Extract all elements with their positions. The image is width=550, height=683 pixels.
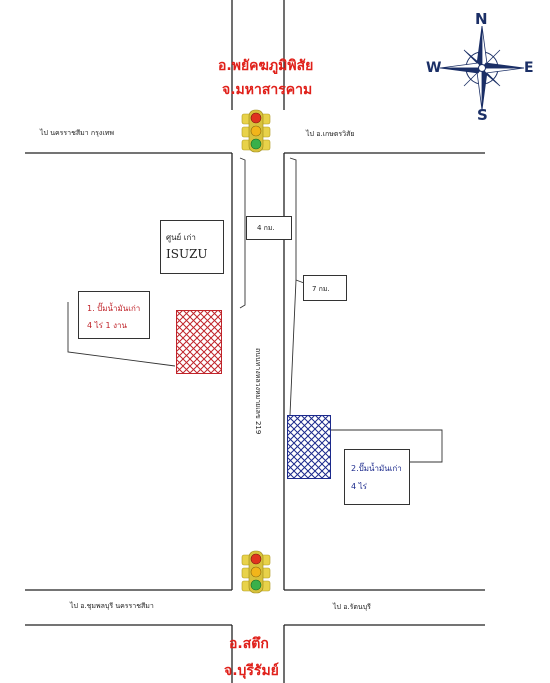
site-1-label-box: 1. ปั๊มน้ำมันเก่า 4 ไร่ 1 งาน bbox=[78, 291, 150, 339]
destination-title-top: อ.พยัคฆภูมิพิสัย bbox=[218, 55, 313, 77]
destination-title-bottom: อ.สตึก bbox=[229, 633, 269, 655]
site-1-title: 1. ปั๊มน้ำมันเก่า bbox=[87, 304, 141, 313]
province-title-bottom: จ.บุรีรัมย์ bbox=[224, 660, 279, 682]
site-2-label-box: 2.ปั๊มน้ำมันเก่า 4 ไร่ bbox=[344, 449, 410, 505]
traffic-light-icon bbox=[241, 550, 271, 594]
compass-west: W bbox=[426, 60, 442, 76]
province-title-top: จ.มหาสารคาม bbox=[222, 79, 312, 101]
road-label-top-right: ไป อ.เกษตรวิสัย bbox=[306, 130, 355, 138]
compass: N S E W bbox=[420, 10, 535, 124]
compass-east: E bbox=[524, 60, 534, 76]
site-2-plot bbox=[287, 415, 331, 479]
compass-north: N bbox=[475, 10, 488, 28]
site-2-area: 4 ไร่ bbox=[351, 482, 367, 491]
province-name: จ.มหาสารคาม bbox=[222, 82, 313, 98]
distance-box-4km: 4 กม. bbox=[246, 216, 292, 240]
road-label-top-left: ไป นครราชสีมา กรุงเทพ bbox=[40, 129, 114, 137]
compass-south: S bbox=[477, 106, 488, 124]
road-label-bottom-right: ไป อ.รัตนบุรี bbox=[333, 603, 371, 611]
district-name: อ.สตึก bbox=[229, 636, 269, 652]
compass-rose-icon bbox=[439, 25, 525, 111]
distance-label: 4 กม. bbox=[257, 224, 275, 232]
site-1-plot bbox=[176, 310, 222, 374]
road-label-bottom-left: ไป อ.ชุมพลบุรี นครราชสีมา bbox=[70, 602, 154, 610]
landmark-isuzu-box: ศูนย์ เก่า ISUZU bbox=[160, 220, 224, 274]
highway-label: ถนนทางหลวงหมายเลข 219 bbox=[254, 348, 262, 435]
district-name: อ.พยัคฆภูมิพิสัย bbox=[218, 58, 314, 74]
traffic-light-icon bbox=[241, 109, 271, 153]
province-name: จ.บุรีรัมย์ bbox=[224, 663, 279, 679]
site-2-title: 2.ปั๊มน้ำมันเก่า bbox=[351, 464, 402, 473]
distance-box-7km: 7 กม. bbox=[303, 275, 347, 301]
landmark-label: ศูนย์ เก่า bbox=[166, 233, 196, 242]
landmark-label: ISUZU bbox=[166, 247, 208, 261]
distance-label: 7 กม. bbox=[312, 285, 330, 293]
site-1-area: 4 ไร่ 1 งาน bbox=[87, 321, 127, 330]
